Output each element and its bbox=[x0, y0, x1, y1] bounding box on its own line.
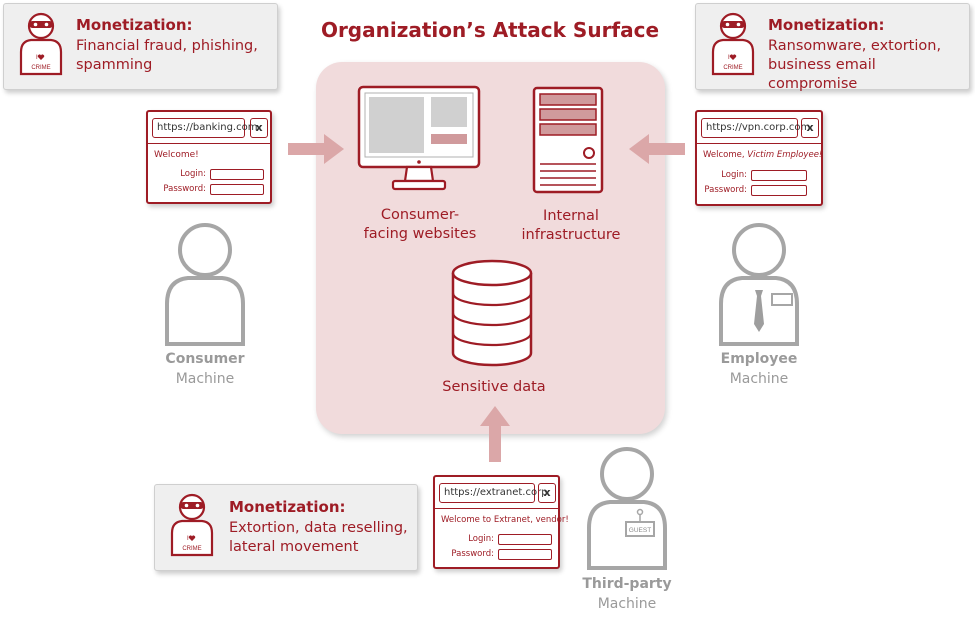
url-bar[interactable]: https://extranet.corp bbox=[439, 483, 548, 503]
close-button[interactable]: x bbox=[250, 118, 268, 138]
arrow-up-icon bbox=[480, 406, 510, 462]
close-button[interactable]: x bbox=[801, 118, 819, 138]
infrastructure-label: Internal infrastructure bbox=[500, 207, 642, 245]
monetization-line: lateral movement bbox=[229, 539, 359, 555]
welcome-message: Welcome! bbox=[154, 150, 199, 160]
divider bbox=[697, 143, 821, 144]
password-field[interactable] bbox=[210, 184, 264, 195]
consumer-name: Consumer bbox=[165, 351, 245, 367]
thirdparty-person-icon: GUEST bbox=[587, 447, 667, 570]
monetization-line: spamming bbox=[76, 57, 153, 73]
websites-label: Consumer- facing websites bbox=[345, 206, 495, 244]
websites-label-line: facing websites bbox=[363, 226, 477, 242]
criminal-badge-crime: CRIME bbox=[31, 65, 50, 71]
infrastructure-label-line: Internal bbox=[543, 208, 599, 224]
monetization-card-consumer: I CRIME Monetization: Financial fraud, p… bbox=[3, 3, 278, 90]
employee-person-icon bbox=[719, 223, 799, 346]
monetization-card-employee: I CRIME Monetization: Ransomware, extort… bbox=[695, 3, 970, 92]
sensitive-data-label: Sensitive data bbox=[442, 379, 546, 395]
login-label: Login: bbox=[721, 170, 747, 180]
websites-label-line: Consumer- bbox=[380, 207, 460, 223]
guest-badge: GUEST bbox=[629, 527, 651, 534]
monetization-line: business email compromise bbox=[768, 57, 876, 92]
login-field[interactable] bbox=[210, 169, 264, 180]
infrastructure-label-line: infrastructure bbox=[521, 227, 621, 243]
password-label: Password: bbox=[704, 185, 747, 195]
welcome-message: Welcome, Victim Employee! bbox=[703, 150, 822, 160]
database-icon bbox=[451, 259, 533, 367]
arrow-right-icon bbox=[288, 134, 344, 164]
url-bar[interactable]: https://vpn.corp.com bbox=[701, 118, 810, 138]
criminal-icon: I CRIME bbox=[170, 493, 214, 557]
password-field[interactable] bbox=[751, 185, 807, 196]
diagram-title: Organization’s Attack Surface bbox=[320, 18, 660, 42]
welcome-message: Welcome to Extranet, vendor! bbox=[441, 515, 569, 525]
criminal-icon: I CRIME bbox=[19, 12, 63, 76]
criminal-badge-crime: CRIME bbox=[723, 65, 742, 71]
login-label: Login: bbox=[468, 534, 494, 544]
monetization-line: Financial fraud, phishing, bbox=[76, 38, 258, 54]
monetization-heading: Monetization: bbox=[229, 498, 346, 516]
consumer-person-icon bbox=[165, 223, 245, 346]
server-icon bbox=[532, 86, 604, 194]
monetization-line: Ransomware, extortion, bbox=[768, 38, 942, 54]
monetization-heading: Monetization: bbox=[768, 16, 885, 34]
criminal-badge-crime: CRIME bbox=[182, 546, 201, 552]
monitor-icon bbox=[357, 85, 481, 191]
consumer-machine: Machine bbox=[175, 371, 235, 387]
criminal-badge-i: I bbox=[36, 55, 38, 61]
monetization-heading: Monetization: bbox=[76, 16, 193, 34]
browser-window-banking: https://banking.com x Welcome! Login: Pa… bbox=[146, 110, 272, 204]
password-field[interactable] bbox=[498, 549, 552, 560]
login-field[interactable] bbox=[498, 534, 552, 545]
employee-machine: Machine bbox=[729, 371, 789, 387]
browser-window-extranet: https://extranet.corp x Welcome to Extra… bbox=[433, 475, 569, 569]
arrow-left-icon bbox=[629, 134, 685, 164]
divider bbox=[435, 508, 558, 509]
thirdparty-machine: Machine bbox=[597, 596, 657, 612]
password-label: Password: bbox=[451, 549, 494, 559]
divider bbox=[148, 143, 270, 144]
login-field[interactable] bbox=[751, 170, 807, 181]
password-label: Password: bbox=[163, 184, 206, 194]
criminal-badge-i: I bbox=[187, 536, 189, 542]
criminal-badge-i: I bbox=[728, 55, 730, 61]
close-button[interactable]: x bbox=[538, 483, 556, 503]
thirdparty-name: Third-party bbox=[582, 576, 672, 592]
welcome-prefix: Welcome, bbox=[703, 150, 748, 160]
criminal-icon: I CRIME bbox=[711, 12, 755, 76]
victim-name: Victim Employee! bbox=[747, 150, 823, 160]
browser-window-vpn: https://vpn.corp.com x Welcome, Victim E… bbox=[695, 110, 823, 206]
monetization-card-thirdparty: I CRIME Monetization: Extortion, data re… bbox=[154, 484, 418, 571]
monetization-line: Extortion, data reselling, bbox=[229, 520, 408, 536]
employee-name: Employee bbox=[720, 351, 798, 367]
login-label: Login: bbox=[180, 169, 206, 179]
url-bar[interactable]: https://banking.com bbox=[152, 118, 257, 138]
